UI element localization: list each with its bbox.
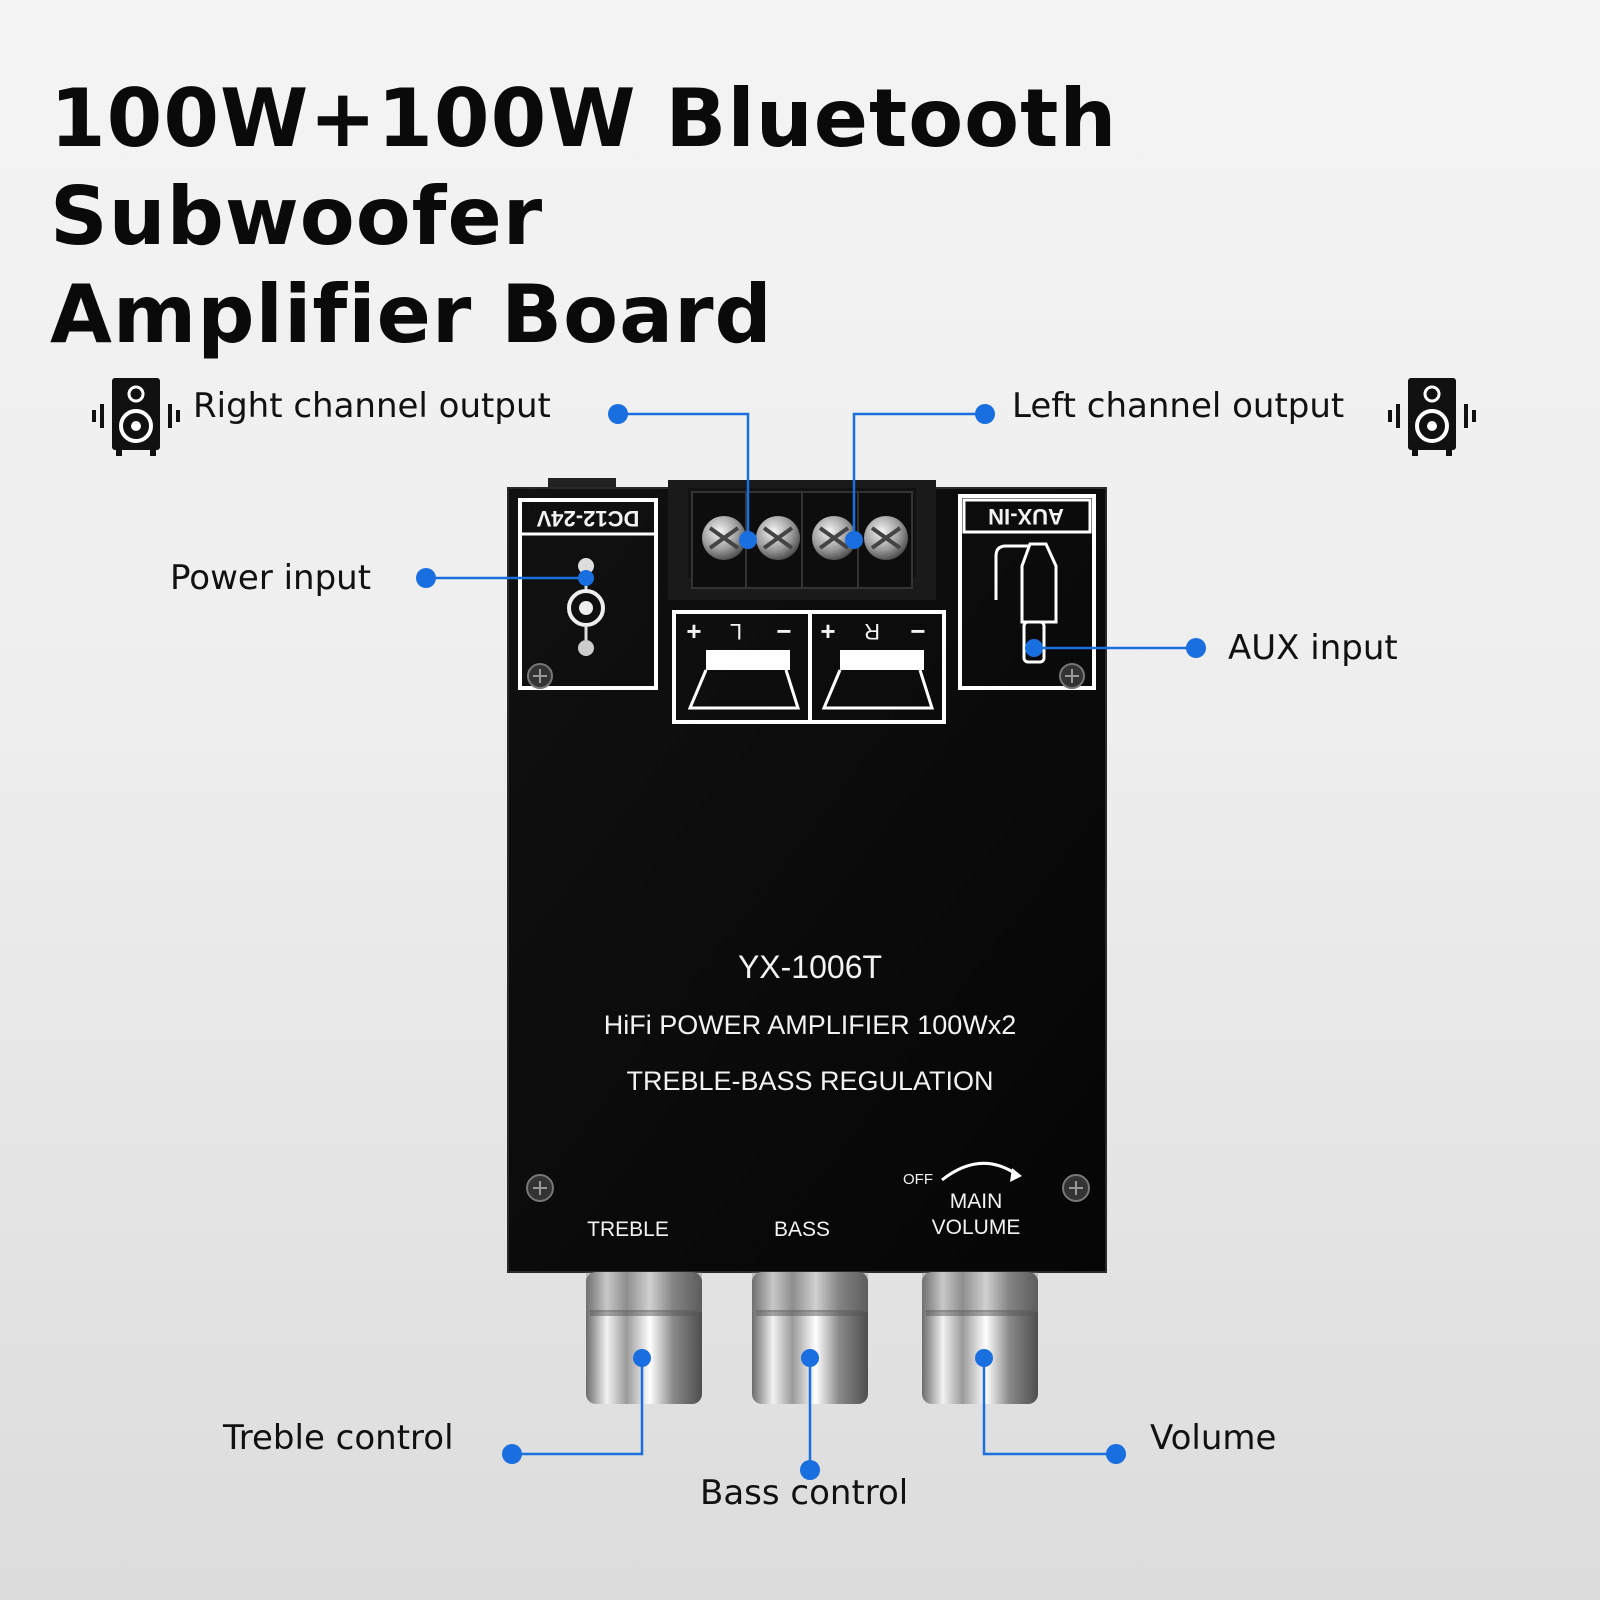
leader-lines bbox=[426, 412, 1196, 1470]
mount-screw bbox=[526, 1174, 554, 1202]
treble-text: TREBLE bbox=[587, 1218, 669, 1241]
svg-text:L: L bbox=[730, 619, 742, 644]
volume-knob[interactable] bbox=[922, 1272, 1038, 1404]
svg-text:+: + bbox=[820, 616, 835, 646]
main-text: MAIN bbox=[950, 1190, 1003, 1213]
svg-text:−: − bbox=[910, 616, 925, 646]
callout-dots bbox=[416, 404, 1206, 1480]
title-line-2: Amplifier Board bbox=[50, 268, 773, 361]
amplifier-board: DC12-24V AUX-IN + L − bbox=[507, 478, 1107, 1273]
amp-subtitle: HiFi POWER AMPLIFIER 100Wx2 bbox=[604, 1010, 1017, 1040]
off-text: OFF bbox=[903, 1171, 933, 1188]
power-input-label: Power input bbox=[170, 558, 372, 598]
bass-text: BASS bbox=[774, 1218, 830, 1241]
terminal-screw[interactable] bbox=[812, 516, 856, 560]
terminal-screw[interactable] bbox=[702, 516, 746, 560]
bass-control-label: Bass control bbox=[700, 1473, 909, 1513]
svg-text:R: R bbox=[864, 619, 880, 644]
speaker-right-diagram: + R − bbox=[820, 616, 935, 710]
aux-jack-icon bbox=[994, 542, 1058, 664]
speaker-icon bbox=[90, 376, 182, 458]
amp-subtitle-2: TREBLE-BASS REGULATION bbox=[626, 1066, 993, 1096]
treble-control-label: Treble control bbox=[223, 1418, 454, 1458]
terminal-screw[interactable] bbox=[864, 516, 908, 560]
treble-knob[interactable] bbox=[586, 1272, 702, 1404]
aux-input-label: AUX input bbox=[1228, 628, 1398, 668]
page-title: 100W+100W Bluetooth Subwoofer Amplifier … bbox=[50, 70, 1570, 364]
dc-voltage-label: DC12-24V bbox=[536, 506, 639, 531]
svg-text:−: − bbox=[776, 616, 791, 646]
speaker-icon bbox=[1386, 376, 1478, 458]
right-channel-output-label: Right channel output bbox=[193, 386, 551, 426]
mount-screw bbox=[527, 663, 553, 689]
speaker-left-diagram: + L − bbox=[686, 616, 801, 710]
bass-knob[interactable] bbox=[752, 1272, 868, 1404]
volume-text: VOLUME bbox=[932, 1216, 1021, 1239]
volume-arc-icon bbox=[941, 1161, 1017, 1182]
model-number: YX-1006T bbox=[738, 949, 882, 985]
mount-screw bbox=[1059, 663, 1085, 689]
title-line-1: 100W+100W Bluetooth Subwoofer bbox=[50, 72, 1118, 263]
mount-screw bbox=[1062, 1174, 1090, 1202]
left-channel-output-label: Left channel output bbox=[1012, 386, 1345, 426]
svg-text:+: + bbox=[686, 616, 701, 646]
aux-in-label: AUX-IN bbox=[988, 504, 1064, 529]
terminal-screw[interactable] bbox=[756, 516, 800, 560]
volume-label: Volume bbox=[1150, 1418, 1277, 1458]
